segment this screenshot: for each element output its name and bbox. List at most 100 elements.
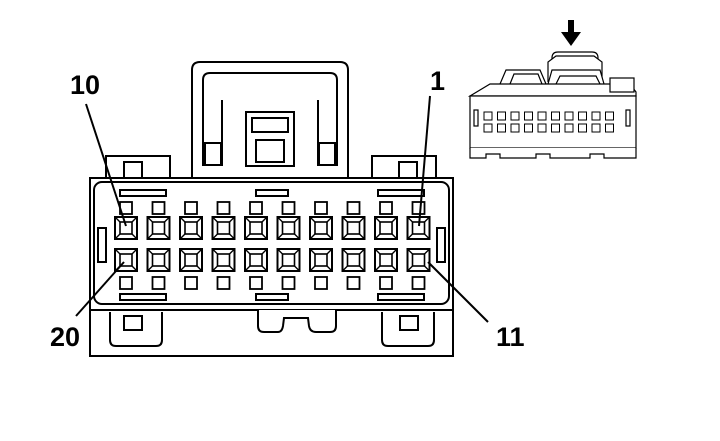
inset-front-face <box>469 95 637 149</box>
down-arrow-icon <box>561 20 581 46</box>
left-guide-slot <box>97 227 107 263</box>
pin-upper <box>179 216 203 240</box>
pin-row-upper <box>114 216 431 240</box>
inset-pin <box>510 123 520 133</box>
pin-lower <box>146 248 171 272</box>
inset-pin <box>524 111 533 121</box>
pin-lower <box>244 248 268 272</box>
latch-inner <box>202 72 338 166</box>
pin-lower <box>179 248 203 272</box>
pin-lower <box>341 248 366 272</box>
pin-upper <box>406 216 431 240</box>
pin-lower <box>374 248 398 272</box>
inset-pin <box>497 111 506 121</box>
connector-3d-inset <box>467 20 637 159</box>
leader-pin-1 <box>418 95 431 227</box>
pin-upper <box>276 216 301 240</box>
alignment-square-top <box>379 201 393 215</box>
alignment-square-bottom <box>119 276 133 290</box>
inset-base <box>469 148 637 159</box>
bottom-left-foot-notch <box>123 315 143 331</box>
alignment-square-bottom <box>346 276 361 290</box>
latch-slider <box>221 100 319 166</box>
pin-upper <box>374 216 398 240</box>
inset-pin <box>483 123 493 133</box>
alignment-square-top <box>346 201 361 215</box>
pin-lower <box>276 248 301 272</box>
top-key-bar-left <box>119 189 167 197</box>
bottom-center-key <box>257 310 337 333</box>
leader-pin-20 <box>75 261 125 317</box>
leader-pin-11 <box>427 261 489 323</box>
right-guide-slot <box>436 227 446 263</box>
pin-lower <box>211 248 236 272</box>
inset-pin <box>578 123 587 133</box>
bottom-key-bar-left <box>119 293 167 301</box>
inset-pin <box>605 111 614 121</box>
alignment-square-top <box>184 201 198 215</box>
alignment-square-bottom <box>216 276 231 290</box>
alignment-square-bottom <box>411 276 426 290</box>
alignment-square-top <box>151 201 166 215</box>
latch-right-post <box>318 142 336 166</box>
inset-pin <box>537 111 547 121</box>
connector-inner-frame <box>93 181 450 305</box>
pin-upper <box>244 216 268 240</box>
top-left-post-notch <box>123 161 143 179</box>
pin-label-10: 10 <box>70 70 100 100</box>
alignment-square-bottom <box>184 276 198 290</box>
pin-upper <box>146 216 171 240</box>
alignment-square-top <box>249 201 263 215</box>
alignment-square-top <box>411 201 426 215</box>
top-right-post-notch <box>398 161 418 179</box>
inset-pin <box>510 111 520 121</box>
inset-side-slot <box>473 109 479 127</box>
pin-lower <box>406 248 431 272</box>
latch-left-post <box>204 142 222 166</box>
inset-side-slot-right <box>625 109 631 127</box>
alignment-square-bottom <box>249 276 263 290</box>
pin-label-11: 11 <box>496 322 525 352</box>
inset-pin-grid <box>483 111 614 133</box>
pin-upper <box>309 216 333 240</box>
pin-label-1: 1 <box>430 66 445 96</box>
inset-pin <box>578 111 587 121</box>
inset-pin <box>605 123 614 133</box>
alignment-square-bottom <box>151 276 166 290</box>
inset-pin <box>591 111 601 121</box>
connector-face <box>89 61 454 357</box>
inset-top-ribs <box>499 69 605 85</box>
alignment-square-bottom <box>314 276 328 290</box>
alignment-square-bottom <box>379 276 393 290</box>
inset-pin <box>551 111 560 121</box>
top-key-bar-right <box>377 189 425 197</box>
inset-right-block <box>609 77 635 93</box>
pin-upper <box>341 216 366 240</box>
bottom-alignment-squares <box>119 276 426 290</box>
pin-upper <box>211 216 236 240</box>
inset-pin <box>524 123 533 133</box>
alignment-square-top <box>281 201 296 215</box>
inset-pin <box>564 111 574 121</box>
top-key-bar-mid <box>255 189 289 197</box>
pin-lower <box>309 248 333 272</box>
inset-pin <box>591 123 601 133</box>
pin-leader-lines <box>75 95 489 323</box>
alignment-square-top <box>314 201 328 215</box>
latch-tab-window-bottom <box>255 139 285 163</box>
leader-pin-10 <box>85 103 127 227</box>
inset-pin <box>483 111 493 121</box>
bottom-key-bar-mid <box>255 293 289 301</box>
inset-pin <box>497 123 506 133</box>
inset-pin <box>551 123 560 133</box>
bottom-key-bar-right <box>377 293 425 301</box>
latch-tab-window-top <box>251 117 289 133</box>
alignment-square-bottom <box>281 276 296 290</box>
alignment-square-top <box>216 201 231 215</box>
inset-pin <box>564 123 574 133</box>
pin-upper <box>114 216 138 240</box>
inset-pin <box>537 123 547 133</box>
bottom-right-foot-notch <box>399 315 419 331</box>
pin-label-20: 20 <box>50 322 80 352</box>
